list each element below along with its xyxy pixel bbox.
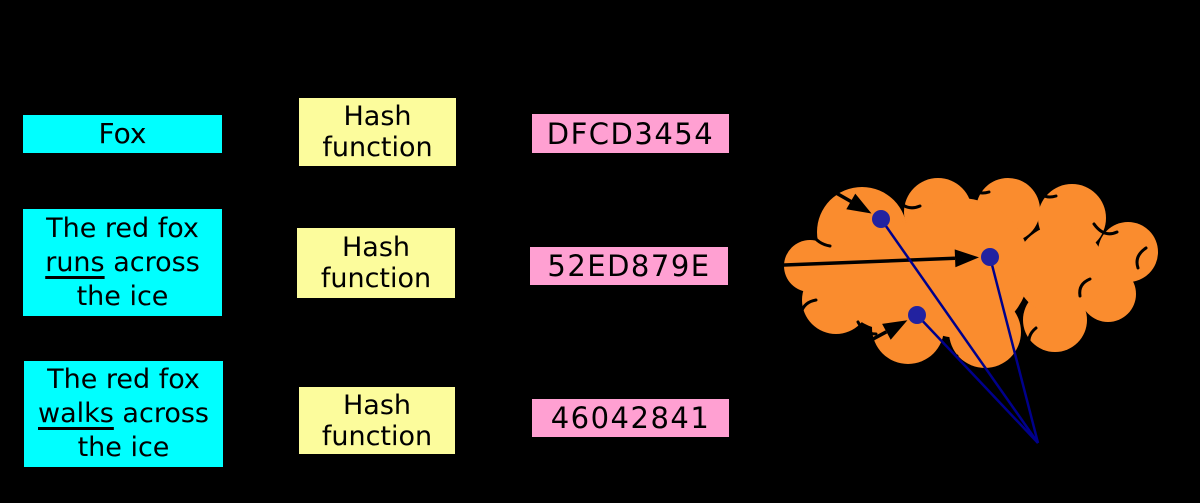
digest-box-2: 52ED879E: [528, 245, 730, 287]
hash-dot-1: [872, 210, 890, 228]
digest-value-1: DFCD3454: [546, 116, 715, 151]
input-text-3-line2: walks across: [38, 398, 209, 429]
cloud-scallop-arcs: [799, 182, 1148, 360]
input-text-3-line1: The red fox: [47, 364, 200, 395]
cloud-arrow-line-1: [732, 132, 852, 204]
hash-value-dots: [872, 210, 999, 324]
hash-function-label-line1: Hash: [342, 389, 412, 421]
digest-box-1: DFCD3454: [530, 112, 731, 155]
input-box-2: The red fox runs across the ice: [21, 207, 224, 318]
input-text-2-line1: The red fox: [46, 212, 199, 244]
hash-function-label-line2: function: [322, 132, 433, 163]
digest-value-3: 46042841: [550, 401, 711, 435]
input-text-1: Fox: [98, 117, 147, 150]
input-box-3: The red fox walks across the ice: [22, 359, 225, 469]
cloud-arrowhead-3: [882, 320, 908, 340]
hash-dot-2: [981, 248, 999, 266]
dot-rays: [879, 218, 1040, 444]
digest-value-2: 52ED879E: [547, 249, 711, 283]
ray-line-3: [916, 314, 1039, 444]
hash-function-box-2: Hash function: [295, 226, 457, 300]
input-text-2-line3: the ice: [76, 280, 169, 312]
ray-line-2: [988, 256, 1040, 444]
cloud-arrowhead-1: [846, 193, 872, 214]
ray-line-1: [879, 218, 1040, 444]
cloud-arrow-line-3: [731, 330, 888, 417]
column-arrows: [227, 125, 530, 426]
hash-function-box-3: Hash function: [297, 385, 457, 456]
hash-function-label-line1: Hash: [343, 101, 412, 132]
hash-dot-3: [908, 306, 926, 324]
input-text-2-line2: runs across: [45, 246, 200, 278]
hash-function-label-line2: function: [321, 420, 433, 452]
cloud-arrow-line-2: [731, 256, 956, 269]
hash-function-label-line2: function: [320, 263, 432, 294]
input-text-3-line3: the ice: [77, 432, 170, 463]
cloud-body: [784, 178, 1158, 368]
hash-function-box-1: Hash function: [297, 96, 458, 168]
cloud-arrowhead-2: [954, 249, 979, 268]
hash-function-label-line1: Hash: [341, 232, 411, 263]
digest-box-3: 46042841: [530, 397, 731, 439]
input-box-1: Fox: [21, 113, 224, 155]
digest-to-cloud-arrows: [731, 132, 979, 417]
